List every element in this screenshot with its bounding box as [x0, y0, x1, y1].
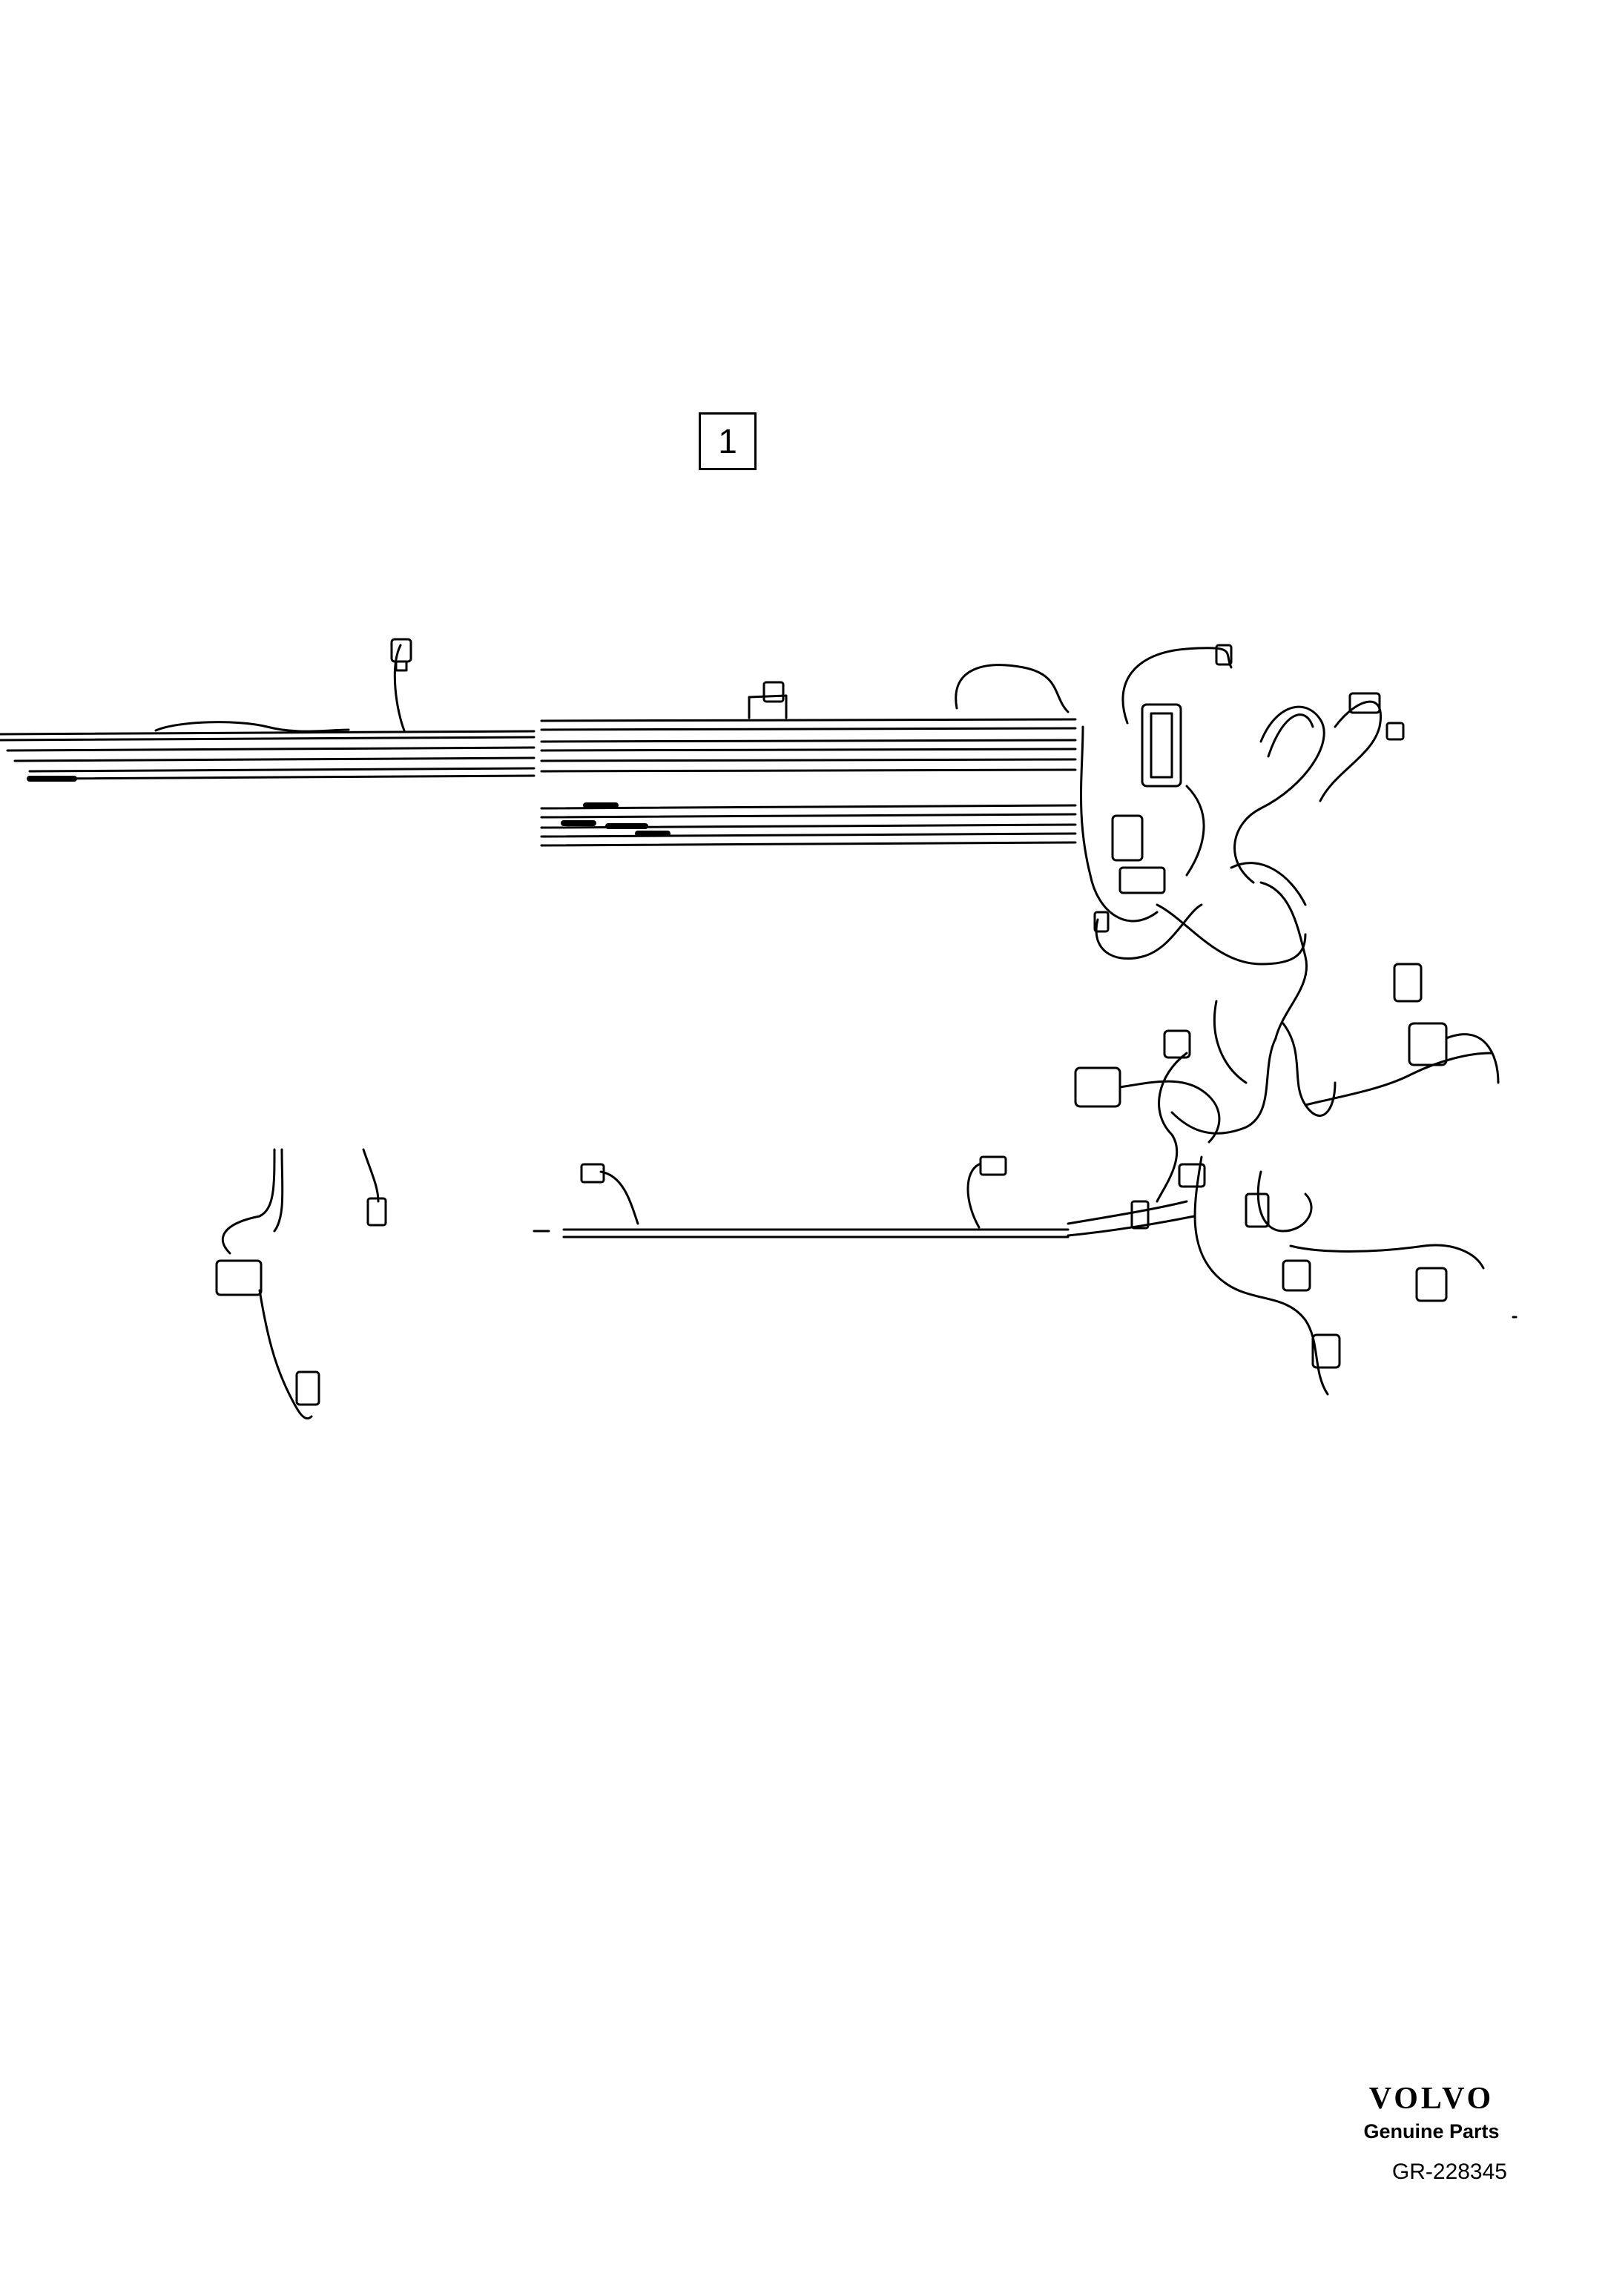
stray-marks	[533, 1230, 1518, 1319]
volvo-logo: VOLVO	[1368, 2082, 1495, 2116]
genuine-parts-label: Genuine Parts	[1363, 2120, 1500, 2142]
connector-top-left	[390, 638, 412, 672]
part-callout-box: 1	[699, 412, 757, 470]
lower-right-branch	[1178, 1155, 1485, 1396]
top-loop-branch	[955, 644, 1233, 725]
right-harness-cluster	[1074, 692, 1500, 1203]
main-trunk-middle	[540, 681, 1077, 847]
diagram-reference-code: GR-228345	[1391, 2160, 1507, 2184]
brand-block: VOLVO Genuine Parts	[1335, 2082, 1528, 2145]
trunk-fragments	[27, 776, 670, 837]
main-trunk-left	[0, 644, 536, 780]
part-callout-number: 1	[718, 422, 737, 461]
central-junction-block	[1080, 703, 1205, 923]
lower-left-branch	[215, 1148, 387, 1419]
lower-middle-run	[562, 1155, 1196, 1238]
